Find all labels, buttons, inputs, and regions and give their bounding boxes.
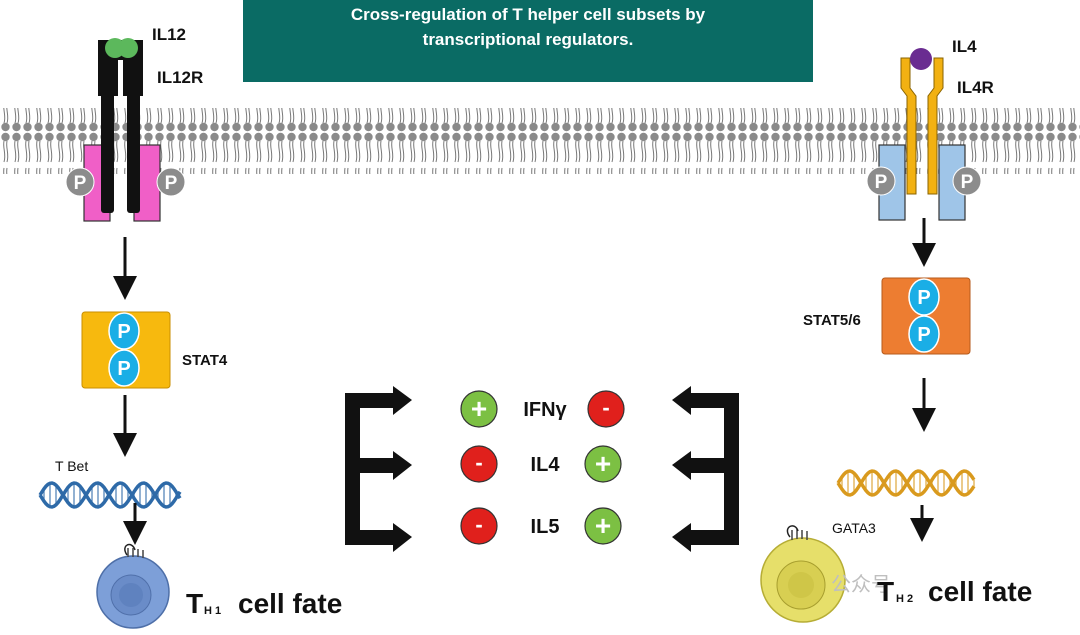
phospho-label: P bbox=[74, 173, 87, 194]
minus-icon bbox=[460, 445, 498, 483]
cytokine-regulation-table: + - IFNγ - + IL4 - + IL5 bbox=[460, 390, 625, 545]
dna-helix-left-icon bbox=[38, 481, 182, 509]
th2-cell-fate-label: T H 2 cell fate bbox=[877, 576, 1032, 607]
phospho-label: P bbox=[117, 321, 130, 343]
right-sign: + bbox=[595, 510, 611, 541]
gata3-label: GATA3 bbox=[832, 520, 876, 536]
phospho-icon bbox=[952, 166, 982, 196]
fate-text: cell fate bbox=[928, 576, 1032, 607]
il4r-chain-left bbox=[900, 57, 917, 195]
th2-cell-icon bbox=[760, 525, 846, 623]
il4-label: IL4 bbox=[952, 37, 977, 56]
title-banner: Cross-regulation of T helper cell subset… bbox=[243, 0, 813, 82]
cytokine-row: - + IL4 bbox=[460, 445, 622, 483]
phospho-label: P bbox=[875, 172, 888, 193]
phospho-label: P bbox=[917, 287, 930, 309]
phospho-icon bbox=[866, 166, 896, 196]
il4-receptor-complex: P P IL4 IL4R bbox=[866, 37, 994, 221]
cytokine-label: IFNγ bbox=[523, 399, 567, 421]
phospho-icon bbox=[156, 167, 186, 197]
il12r-label: IL12R bbox=[157, 68, 203, 87]
fate-t: T bbox=[186, 588, 203, 619]
phospho-icon bbox=[108, 312, 140, 350]
cell-membrane bbox=[0, 108, 1080, 174]
minus-icon bbox=[587, 390, 625, 428]
fate-t: T bbox=[877, 576, 894, 607]
phospho-icon bbox=[65, 167, 95, 197]
cytokine-label: IL5 bbox=[531, 516, 560, 538]
left-sign: + bbox=[471, 393, 487, 424]
phospho-icon bbox=[908, 278, 940, 316]
phospho-label: P bbox=[165, 173, 178, 194]
left-sign: - bbox=[475, 450, 482, 475]
stat4-label: STAT4 bbox=[182, 352, 228, 369]
stat56-label: STAT5/6 bbox=[803, 312, 861, 329]
il12-label: IL12 bbox=[152, 25, 186, 44]
left-bracket-arrows bbox=[345, 386, 412, 552]
left-sign: - bbox=[475, 512, 482, 537]
phospho-icon bbox=[108, 349, 140, 387]
phospho-label: P bbox=[917, 324, 930, 346]
minus-icon bbox=[460, 507, 498, 545]
cytokine-label: IL4 bbox=[531, 454, 561, 476]
il4r-chain-right bbox=[927, 57, 944, 195]
right-sign: + bbox=[595, 448, 611, 479]
stat4-dimer: P P bbox=[81, 311, 171, 389]
il12-ligand-right-icon bbox=[118, 38, 138, 58]
il12-receptor-complex: P P IL12 IL12R bbox=[65, 25, 203, 222]
phospho-icon bbox=[908, 315, 940, 353]
il4r-label: IL4R bbox=[957, 78, 994, 97]
stat56-dimer: P P bbox=[881, 277, 971, 355]
cytokine-row: + - IFNγ bbox=[460, 390, 625, 428]
plus-icon bbox=[460, 390, 498, 428]
tbet-label: T Bet bbox=[55, 458, 88, 474]
phospho-label: P bbox=[117, 358, 130, 380]
plus-icon bbox=[584, 445, 622, 483]
watermark-text: 公众号 bbox=[831, 572, 891, 596]
cytokine-row: - + IL5 bbox=[460, 507, 622, 545]
title-line-1: Cross-regulation of T helper cell subset… bbox=[351, 5, 706, 24]
fate-subscript: H 1 bbox=[204, 605, 221, 617]
fate-text: cell fate bbox=[238, 588, 342, 619]
fate-subscript: H 2 bbox=[896, 593, 913, 605]
plus-icon bbox=[584, 507, 622, 545]
phospho-label: P bbox=[961, 172, 974, 193]
il4-ligand-icon bbox=[910, 48, 932, 70]
dna-helix-right-icon bbox=[836, 469, 976, 497]
right-bracket-arrows bbox=[672, 386, 739, 552]
title-line-2: transcriptional regulators. bbox=[423, 30, 634, 49]
th1-cell-fate-label: T H 1 cell fate bbox=[186, 588, 342, 619]
th1-cell-icon bbox=[96, 543, 170, 629]
right-sign: - bbox=[602, 395, 609, 420]
